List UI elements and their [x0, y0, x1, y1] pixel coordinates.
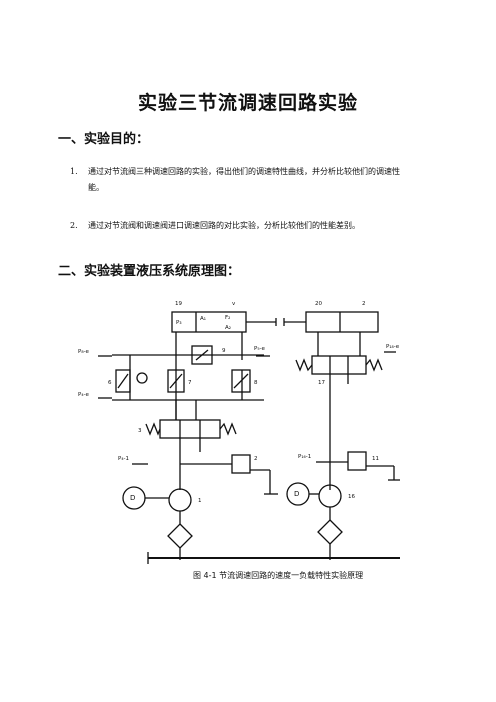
list-item-line: 能。 — [88, 183, 104, 192]
label-pa-e: P₅-e — [254, 346, 266, 352]
label-v7: 7 — [188, 380, 192, 386]
page-title: 实验三节流调速回路实验 — [137, 92, 358, 114]
filter-2 — [317, 519, 343, 545]
relief-valve-2 — [231, 454, 251, 474]
label-p18: P₁₈-e — [386, 344, 400, 350]
cylinder-19 — [171, 311, 247, 333]
label-cyl19: 19 — [175, 301, 182, 307]
list-item: 1. 通过对节流阀三种调速回路的实验，得出他们的调速特性曲线，并分析比较他们的调… — [70, 164, 450, 196]
label-pump1: 1 — [198, 498, 202, 504]
label-pa-a: P₄-e — [78, 392, 90, 398]
list-item-text: 通过对节流阀和调速阀进口调速回路的对比实验，分析比较他们的性能差别。 — [88, 221, 360, 230]
label-p3: P₃ — [176, 320, 182, 326]
list-item-number: 1. — [70, 167, 78, 176]
directional-valve-3 — [159, 419, 221, 439]
list-item-line: 通过对节流阀三种调速回路的实验，得出他们的调速特性曲线，并分析比较他们的调速性 — [88, 167, 400, 176]
label-v9: 9 — [222, 348, 226, 354]
label-pb-e: P₈-e — [78, 349, 90, 355]
label-r11: 11 — [372, 456, 379, 462]
label-motor2: D — [294, 490, 299, 498]
label-v: v — [232, 301, 236, 307]
label-pa1: P₄-1 — [118, 456, 129, 462]
label-a2: A₂ — [225, 325, 231, 331]
valve-9 — [191, 345, 213, 365]
pump-1 — [168, 488, 192, 512]
section-heading-diagram: 二、实验装置液压系统原理图： — [58, 264, 241, 279]
valve-8 — [231, 369, 251, 393]
relief-valve-11 — [347, 451, 367, 471]
valve-6 — [115, 369, 131, 393]
check-valve — [136, 372, 148, 384]
label-p16: P₁₆-1 — [298, 454, 311, 460]
figure-caption: 图 4-1 节流调速回路的速度一负载特性实验原理 — [193, 570, 363, 580]
valve-7 — [167, 369, 185, 393]
label-v17: 17 — [318, 380, 325, 386]
label-v6: 6 — [108, 380, 112, 386]
label-v8: 8 — [254, 380, 258, 386]
directional-valve-17 — [311, 355, 367, 375]
label-2: 2 — [362, 301, 366, 307]
filter-1 — [167, 523, 193, 549]
list-item-text: 通过对节流阀三种调速回路的实验，得出他们的调速特性曲线，并分析比较他们的调速性 … — [88, 164, 448, 196]
list-item: 2. 通过对节流阀和调速阀进口调速回路的对比实验，分析比较他们的性能差别。 — [70, 218, 450, 234]
label-pump2: 16 — [348, 494, 355, 500]
label-cyl20: 20 — [315, 301, 322, 307]
label-v3: 3 — [138, 428, 142, 434]
label-motor1: D — [130, 494, 135, 502]
label-a1: A₁ — [200, 316, 206, 322]
label-f: F₂ — [225, 315, 230, 321]
section-heading-purpose: 一、实验目的： — [58, 132, 150, 147]
label-r2: 2 — [254, 456, 258, 462]
list-item-number: 2. — [70, 221, 78, 230]
cylinder-20 — [305, 311, 379, 333]
